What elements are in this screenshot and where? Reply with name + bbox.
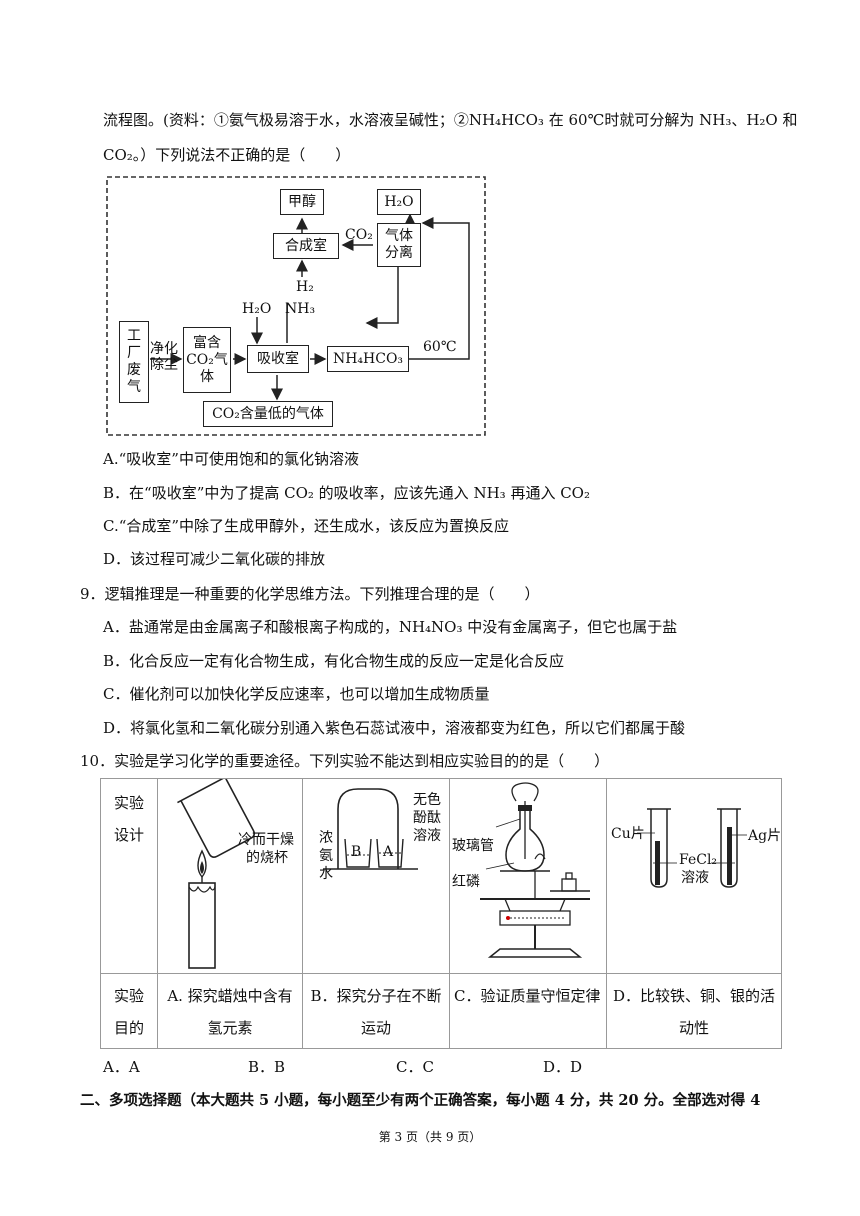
q9-stem: 9．逻辑推理是一种重要的化学思维方法。下列推理合理的是（ ） [80, 585, 540, 603]
q8-option-c: C.“合成室”中除了生成甲醇外，还生成水，该反应为置换反应 [103, 517, 510, 535]
purpose-a: A. 探究蜡烛中含有氢元素 [167, 987, 293, 1037]
design-label-cell: 实验设计 [100, 778, 158, 974]
page-footer: 第 3 页（共 9 页） [378, 1130, 482, 1144]
figure-a-cell: 冷而干燥 的烧杯 [157, 778, 303, 974]
beaker-label-1: 冷而干燥 [238, 832, 294, 848]
q8-option-a: A.“吸收室”中可使用饱和的氯化钠溶液 [103, 450, 359, 468]
flow-diagram: 甲醇 合成室 H₂O 气体分离 CO₂ H₂ H₂O NH₃ 工厂废气 净化除尘… [105, 175, 487, 437]
h2-label: H₂ [296, 279, 314, 295]
beaker-b-label: B [351, 844, 362, 860]
purpose-d-cell: D．比较铁、铜、银的活动性 [606, 973, 782, 1049]
experiment-table: 实验设计 冷而干燥 的烧杯 [100, 778, 782, 1049]
co2-rich-gas-box: 富含CO₂气体 [183, 327, 231, 393]
q10-stem: 10．实验是学习化学的重要途径。下列实验不能达到相应实验目的的是（ ） [80, 752, 610, 770]
low-co2-gas-box: CO₂含量低的气体 [203, 401, 333, 427]
flow-arrows [106, 176, 486, 436]
figure-d-cell: Cu片 FeCl₂ 溶液 Ag片 [606, 778, 782, 974]
purpose-label-cell: 实验目的 [100, 973, 158, 1049]
factory-waste-gas-box: 工厂废气 [119, 321, 149, 403]
phenolphthalein-label-2: 酚酞 [413, 810, 441, 826]
purpose-a-cell: A. 探究蜡烛中含有氢元素 [157, 973, 303, 1049]
candle-beaker-figure [177, 779, 256, 969]
h2o-input-label: H₂O [242, 301, 272, 317]
red-phosphorus-label: 红磷 [452, 874, 480, 890]
purpose-c-cell: C．验证质量守恒定律 [449, 973, 607, 1049]
purpose-c: C．验证质量守恒定律 [454, 987, 601, 1005]
fecl2-label: FeCl₂ [679, 852, 718, 868]
purpose-b-cell: B．探究分子在不断运动 [302, 973, 450, 1049]
absorption-room-box: 吸收室 [247, 345, 309, 373]
cu-label: Cu片 [611, 826, 645, 842]
water-box: H₂O [377, 189, 421, 215]
ag-label: Ag片 [748, 828, 782, 844]
purpose-label: 实验目的 [113, 987, 144, 1037]
nh4hco3-box: NH₄HCO₃ [327, 346, 409, 372]
beaker-label-2: 的烧杯 [246, 850, 288, 866]
phenolphthalein-label-1: 无色 [413, 792, 441, 808]
design-label: 实验设计 [113, 794, 144, 844]
beaker-a-label: A [383, 844, 394, 860]
methanol-box: 甲醇 [280, 189, 324, 215]
glass-tube-label: 玻璃管 [452, 838, 494, 854]
co2-label: CO₂ [345, 227, 373, 243]
synthesis-room-box: 合成室 [273, 233, 339, 259]
q8-option-d: D．该过程可减少二氧化碳的排放 [103, 550, 326, 568]
purpose-b: B．探究分子在不断运动 [310, 987, 442, 1037]
purpose-d: D．比较铁、铜、银的活动性 [612, 987, 776, 1037]
section-2-heading: 二、多项选择题（本大题共 5 小题，每小题至少有两个正确答案，每小题 4 分，共… [80, 1092, 761, 1109]
ammonia-label-1: 浓 [319, 830, 333, 846]
q9-option-c: C．催化剂可以加快化学反应速率，也可以增加生成物质量 [103, 685, 490, 703]
ammonia-label-3: 水 [319, 866, 333, 882]
q10-choice-b: B．B [248, 1058, 286, 1076]
ammonia-label-2: 氨 [319, 848, 333, 864]
q8-option-b: B．在“吸收室”中为了提高 CO₂ 的吸收率，应该先通入 NH₃ 再通入 CO₂ [103, 484, 590, 502]
test-tubes-figure [637, 808, 747, 888]
solution-label: 溶液 [681, 870, 709, 886]
intro-line-1: 流程图。(资料：①氨气极易溶于水，水溶液呈碱性；②NH₄HCO₃ 在 60℃时就… [103, 111, 798, 129]
ammonia-beakers-figure [323, 788, 418, 870]
purify-label: 净化除尘 [150, 341, 178, 373]
intro-line-2: CO₂。）下列说法不正确的是（ ） [103, 146, 351, 164]
q10-choice-a: A．A [103, 1058, 140, 1076]
q10-choice-c: C．C [396, 1058, 434, 1076]
dashed-border [106, 176, 486, 436]
balance-figure [480, 782, 590, 958]
nh3-input-label: NH₃ [285, 301, 316, 317]
gas-separation-box: 气体分离 [377, 223, 421, 267]
q9-option-a: A．盐通常是由金属离子和酸根离子构成的，NH₄NO₃ 中没有金属离子，但它也属于… [103, 618, 678, 636]
q9-option-b: B．化合反应一定有化合物生成，有化合物生成的反应一定是化合反应 [103, 652, 565, 670]
phenolphthalein-label-3: 溶液 [413, 828, 441, 844]
q9-option-d: D．将氯化氢和二氧化碳分别通入紫色石蕊试液中，溶液都变为红色，所以它们都属于酸 [103, 719, 686, 737]
temperature-label: 60℃ [423, 339, 457, 355]
figure-c-cell: 玻璃管 红磷 [449, 778, 607, 974]
figure-b-cell: 浓 氨 水 无色 酚酞 溶液 B A [302, 778, 450, 974]
q10-choice-d: D．D [543, 1058, 583, 1076]
